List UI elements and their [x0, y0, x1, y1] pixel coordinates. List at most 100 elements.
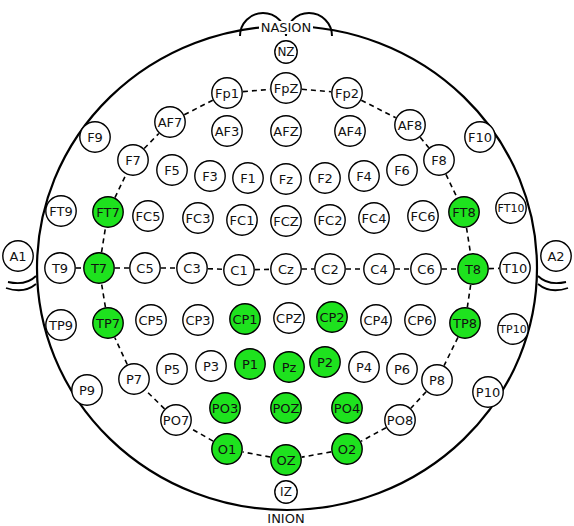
- electrode: AF7: [154, 106, 186, 138]
- electrode-label: O2: [338, 443, 357, 456]
- electrode: Fp1: [211, 77, 243, 109]
- electrode-label: P6: [394, 363, 410, 376]
- electrode-label: CP2: [319, 311, 344, 324]
- landmark-label: NASION: [259, 21, 314, 34]
- electrode-label: NZ: [277, 46, 294, 58]
- electrode: O1: [211, 433, 243, 465]
- electrode: PO4: [331, 392, 363, 424]
- dashed-link: [115, 267, 129, 269]
- electrode-label: F3: [202, 170, 218, 183]
- electrode-label: TP10: [499, 324, 526, 335]
- electrode-label: C4: [370, 263, 387, 276]
- electrode: F2: [309, 162, 341, 194]
- dashed-link: [302, 89, 331, 91]
- electrode-label: FC4: [362, 212, 387, 225]
- electrode-label: F7: [125, 154, 141, 167]
- electrode: Pz: [273, 351, 305, 383]
- electrode-label: P2: [317, 356, 333, 369]
- electrode-label: AF3: [215, 125, 240, 138]
- dashed-link: [145, 390, 164, 409]
- electrode-label: C6: [417, 263, 434, 276]
- electrode: F3: [194, 160, 226, 192]
- dashed-link: [442, 268, 457, 270]
- electrode: TP9: [45, 309, 77, 341]
- electrode: AF8: [394, 109, 426, 141]
- electrode: C5: [129, 252, 161, 284]
- electrode-label: FC1: [230, 214, 255, 227]
- electrode: P10: [472, 376, 504, 408]
- electrode-label: FT7: [96, 206, 119, 219]
- dashed-link: [411, 392, 426, 409]
- electrode-label: P10: [476, 386, 500, 399]
- electrode: OZ: [270, 444, 302, 476]
- electrode: T9: [44, 252, 76, 284]
- electrode-label: FC6: [411, 210, 436, 223]
- electrode: A1: [2, 240, 34, 272]
- electrode: AF3: [211, 115, 243, 147]
- electrode: F10: [464, 121, 496, 153]
- electrode: CP5: [135, 304, 167, 336]
- electrode-label: FC2: [318, 214, 343, 227]
- electrode-label: OZ: [276, 454, 295, 467]
- electrode: POZ: [270, 392, 302, 424]
- electrode: P3: [195, 350, 227, 382]
- electrode-label: O1: [218, 443, 237, 456]
- electrode-label: TP9: [49, 319, 73, 332]
- electrode-label: F5: [164, 164, 180, 177]
- electrode-label: PO8: [387, 414, 413, 427]
- electrode: FC6: [407, 200, 439, 232]
- electrode: CP4: [360, 304, 392, 336]
- electrode: F5: [156, 154, 188, 186]
- electrode-label: A2: [547, 250, 564, 263]
- dashed-link: [255, 269, 270, 271]
- electrode-label: F10: [468, 131, 492, 144]
- electrode: Fz: [270, 163, 302, 195]
- electrode: F9: [79, 121, 111, 153]
- electrode: PO7: [160, 404, 192, 436]
- electrode-label: FpZ: [274, 82, 299, 95]
- electrode: FC4: [358, 202, 390, 234]
- electrode: A2: [540, 240, 572, 272]
- electrode: P6: [386, 353, 418, 385]
- electrode-label: FT9: [49, 205, 72, 218]
- electrode: FT7: [92, 196, 124, 228]
- electrode-label: T10: [503, 262, 527, 275]
- electrode-label: P5: [164, 363, 180, 376]
- electrode: CP1: [229, 303, 261, 335]
- dashed-link: [444, 337, 458, 365]
- electrode: F4: [348, 160, 380, 192]
- electrode-label: IZ: [280, 486, 292, 498]
- electrode-label: P7: [126, 373, 142, 386]
- dashed-link: [243, 89, 270, 91]
- electrode: FC2: [314, 204, 346, 236]
- electrode-label: TP7: [96, 317, 120, 330]
- electrode-label: F8: [431, 154, 447, 167]
- dashed-link: [446, 174, 457, 197]
- dashed-link: [467, 285, 470, 307]
- electrode: P2: [309, 346, 341, 378]
- electrode-label: AF7: [158, 116, 183, 129]
- electrode-label: POZ: [273, 402, 300, 415]
- ear-right: [538, 276, 568, 290]
- electrode: CP2: [316, 301, 348, 333]
- electrode: P5: [156, 353, 188, 385]
- electrode-label: PO4: [334, 402, 360, 415]
- nose-outline: [240, 13, 332, 36]
- electrode-label: C5: [136, 262, 153, 275]
- electrode-label: P9: [79, 384, 95, 397]
- dashed-link: [361, 100, 395, 118]
- electrode-label: CP4: [363, 314, 388, 327]
- dashed-link: [395, 268, 410, 270]
- electrode: PO8: [384, 404, 416, 436]
- electrode-label: Cz: [278, 263, 294, 276]
- electrode: P8: [421, 364, 453, 396]
- electrode: C2: [314, 253, 346, 285]
- electrode-label: CP1: [232, 313, 257, 326]
- electrode: CP3: [182, 304, 214, 336]
- electrode-label: AFZ: [273, 125, 298, 138]
- electrode-label: PO3: [212, 402, 238, 415]
- electrode: Cz: [270, 253, 302, 285]
- electrode: FT10: [495, 192, 527, 224]
- electrode: F8: [423, 144, 455, 176]
